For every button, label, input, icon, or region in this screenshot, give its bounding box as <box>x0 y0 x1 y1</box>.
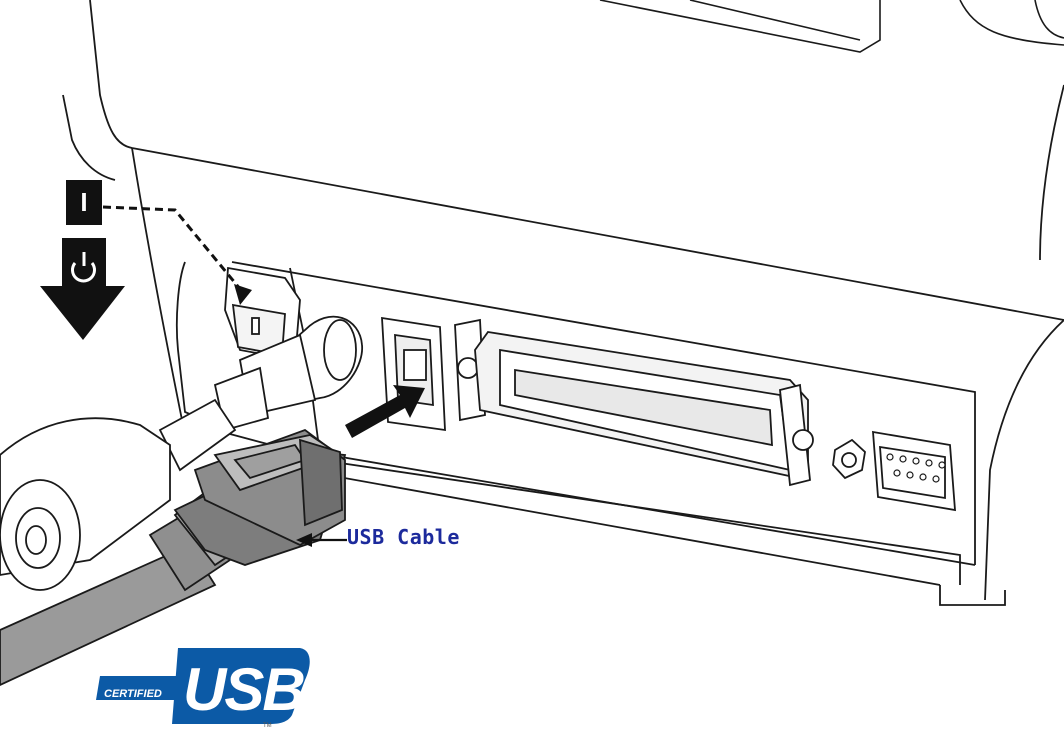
printer-top-cover <box>600 0 1064 52</box>
logo-trademark: TM <box>263 723 272 729</box>
insert-arrow-icon <box>345 385 425 438</box>
usb-cable-label: USB Cable <box>347 525 460 549</box>
logo-certified-text: CERTIFIED <box>104 688 162 700</box>
logo-usb-text: USB <box>183 660 304 720</box>
serial-port <box>833 432 955 510</box>
power-on-icon: I <box>66 180 102 225</box>
parallel-port <box>455 320 813 485</box>
